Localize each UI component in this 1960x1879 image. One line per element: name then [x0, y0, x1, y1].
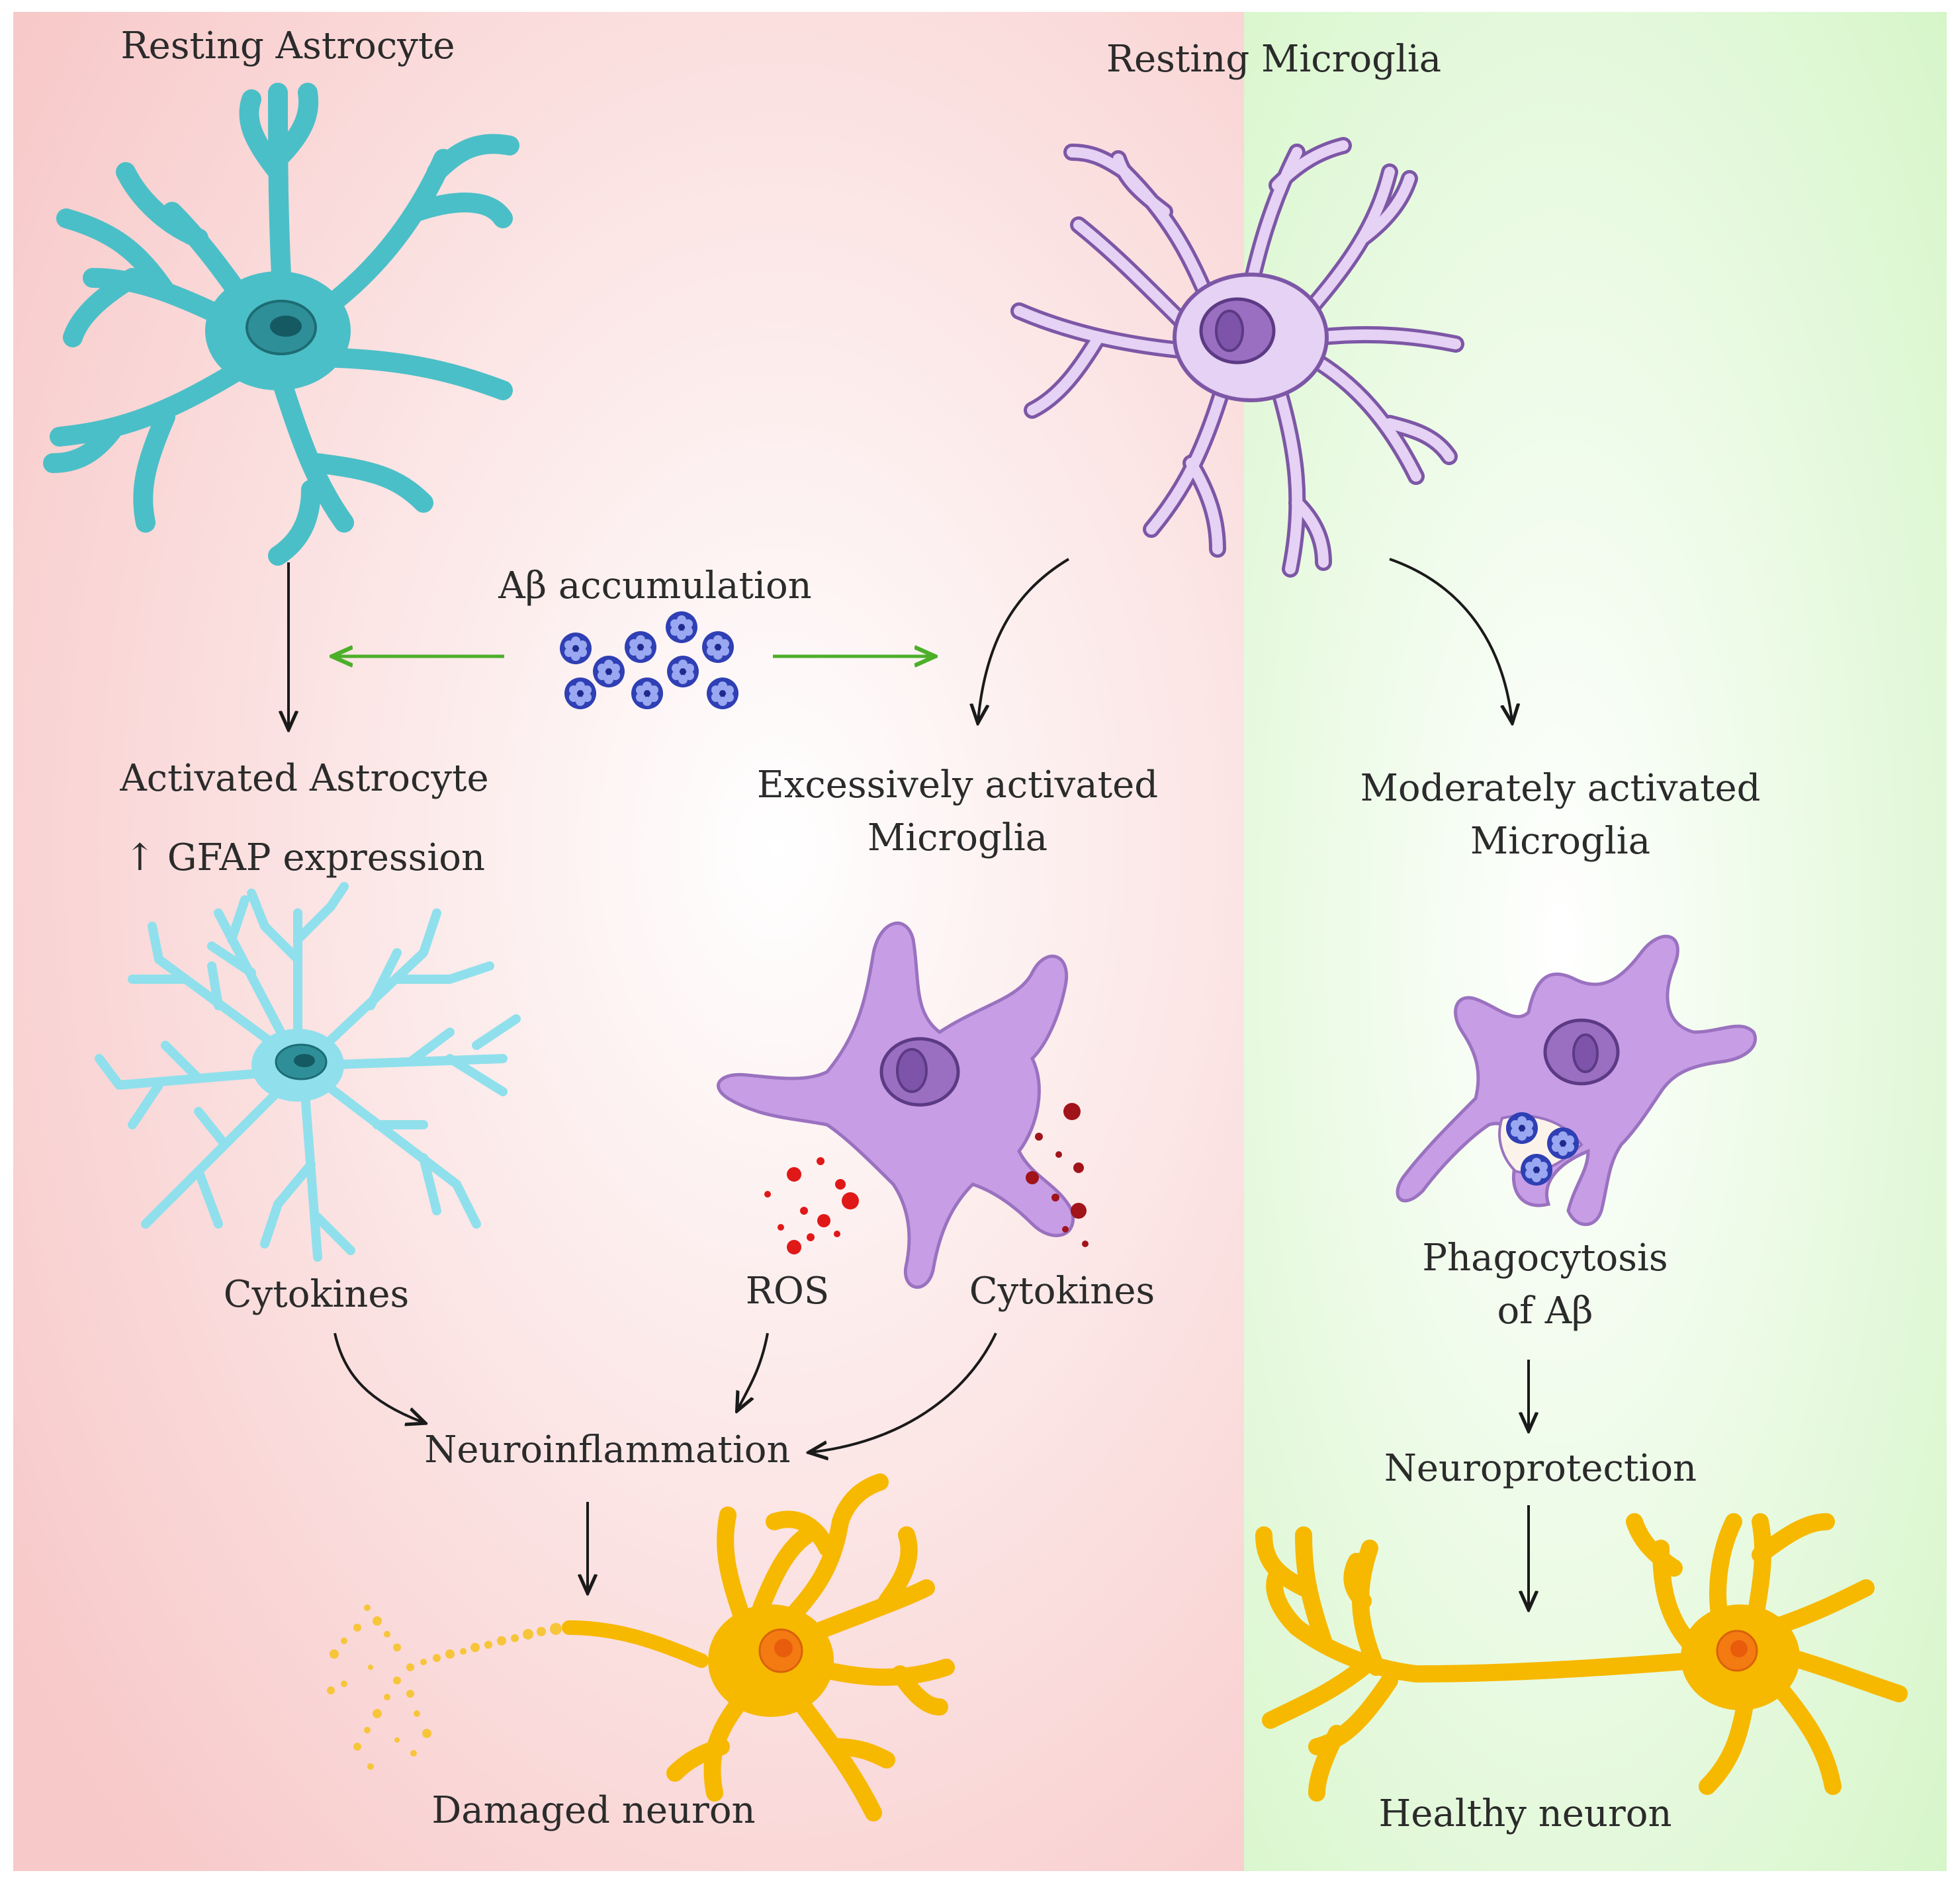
cytokine-dots: [1026, 1103, 1089, 1247]
labels: Resting Astrocyte Resting Microglia Aβ a…: [119, 24, 1760, 1835]
arrows: [289, 558, 1529, 1608]
resting-astrocyte-cell: [43, 83, 519, 566]
label-phagocytosis-line1: Phagocytosis: [1422, 1237, 1668, 1280]
arrow-excessive-activation: [978, 558, 1070, 721]
arrow-ros: [738, 1333, 769, 1409]
harmful-pathway-panel: [13, 12, 1244, 1871]
label-resting-microglia: Resting Microglia: [1106, 38, 1441, 81]
label-excessively-activated-line2: Microglia: [868, 816, 1047, 859]
label-ros: ROS: [746, 1270, 829, 1313]
resting-microglia-cell: [1010, 137, 1464, 578]
damaged-neuron-cell: [327, 1473, 955, 1821]
activated-astrocyte-cell: [95, 882, 521, 1262]
arrow-cytokines-microglia: [811, 1333, 997, 1452]
moderately-activated-microglia-cell: [1396, 934, 1757, 1227]
label-healthy-neuron: Healthy neuron: [1378, 1792, 1671, 1835]
arrow-moderate-activation: [1389, 558, 1512, 721]
healthy-neuron-cell: [1255, 1513, 1908, 1802]
label-phagocytosis-line2: of Aβ: [1497, 1289, 1593, 1333]
label-resting-astrocyte: Resting Astrocyte: [121, 24, 455, 67]
label-excessively-activated-line1: Excessively activated: [757, 764, 1158, 807]
ros-dots: [764, 1157, 859, 1254]
label-moderately-activated-line1: Moderately activated: [1360, 767, 1761, 810]
label-damaged-neuron: Damaged neuron: [431, 1789, 755, 1832]
excessively-activated-microglia-cell: [717, 921, 1075, 1289]
label-cytokines-astrocyte: Cytokines: [224, 1273, 410, 1316]
label-activated-astrocyte: Activated Astrocyte: [119, 757, 488, 800]
label-gfap-expression: ↑ GFAP expression: [124, 836, 485, 879]
label-cytokines-microglia: Cytokines: [969, 1270, 1155, 1313]
arrow-cytokines-astrocyte: [334, 1333, 423, 1422]
label-neuroinflammation: Neuroinflammation: [424, 1428, 790, 1471]
label-neuroprotection: Neuroprotection: [1384, 1447, 1697, 1490]
label-abeta-accumulation: Aβ accumulation: [498, 564, 811, 607]
label-moderately-activated-line2: Microglia: [1470, 820, 1650, 863]
